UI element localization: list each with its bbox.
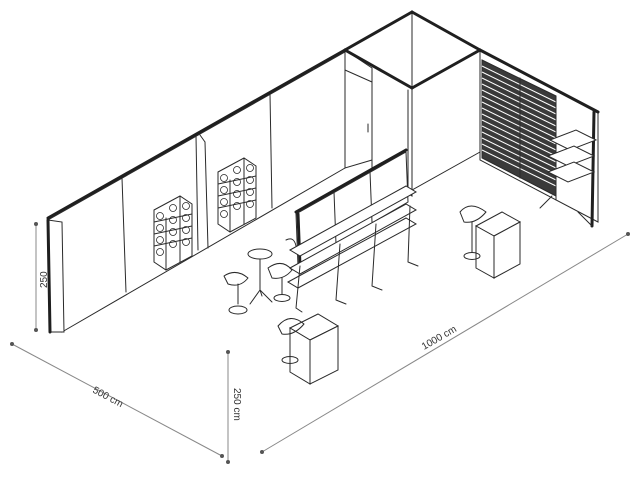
central-display-wall bbox=[286, 148, 419, 313]
dimension-wall-height bbox=[34, 222, 38, 332]
right-counter-stool bbox=[459, 205, 487, 260]
cube-shelf-left bbox=[153, 195, 193, 271]
cube-shelf-right bbox=[217, 157, 257, 233]
dimension-depth bbox=[10, 342, 224, 458]
dimension-front-height bbox=[226, 350, 230, 464]
bar-stool-right bbox=[267, 238, 297, 302]
right-wall-shelves bbox=[546, 129, 598, 183]
bar-stool-left bbox=[223, 272, 249, 315]
right-counter bbox=[474, 211, 522, 279]
left-end-panel bbox=[46, 218, 65, 334]
back-long-wall bbox=[46, 48, 347, 333]
slat-panel bbox=[481, 59, 557, 197]
display-shelf-top bbox=[288, 203, 418, 275]
depth-label: 500 cm bbox=[91, 385, 125, 410]
wall-height-label: 250 bbox=[39, 271, 50, 288]
front-height-label: 250 cm bbox=[231, 388, 242, 421]
bar-table bbox=[247, 248, 273, 305]
front-counter-stool bbox=[277, 318, 305, 364]
front-counter bbox=[288, 313, 340, 385]
dimension-length bbox=[260, 232, 630, 454]
storage-room bbox=[343, 10, 482, 197]
